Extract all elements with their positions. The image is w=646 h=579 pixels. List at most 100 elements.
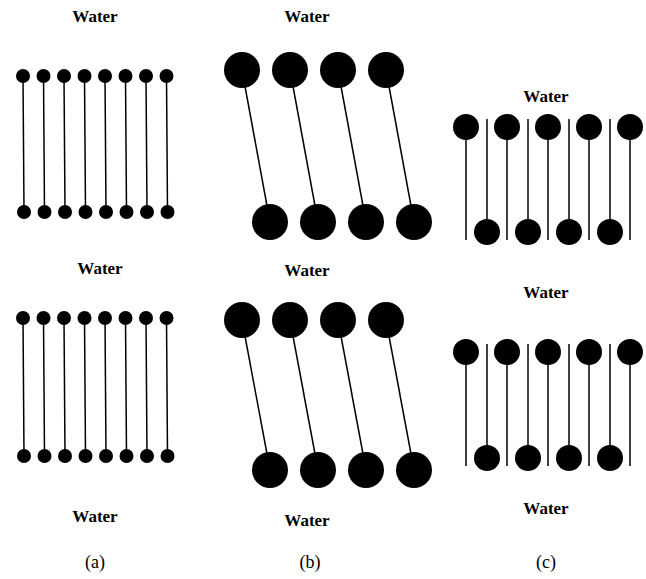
region-label: Water [523,284,568,301]
lipid-tail [85,318,86,456]
lipid-tail [126,318,127,456]
lipid-head [16,311,30,325]
region-label: Water [77,260,122,277]
lipid-tail [588,352,590,466]
lipid-tail [568,119,570,232]
lipid-tail [629,352,631,466]
lipid-head [119,69,133,83]
lipid-head [368,302,404,338]
lipid-head [320,52,356,88]
lipid-head [139,69,153,83]
lipid-head [140,205,154,219]
lipid-tail [506,352,508,466]
lipid-tail [486,119,488,232]
lipid-head [597,219,623,245]
lipid-head [224,52,260,88]
lipid-tail [465,352,467,466]
lipid-head [79,205,93,219]
lipid-tail [105,76,106,212]
lipid-tail [386,70,414,222]
lipid-tail [588,127,590,240]
lipid-head [78,311,92,325]
lipid-tail [23,318,24,456]
lipid-head [535,114,561,140]
lipid-head [79,449,93,463]
lipid-tail [629,127,631,240]
lipid-head [57,69,71,83]
lipid-head [453,114,479,140]
lipid-tail [85,76,86,212]
lipid-tail [506,127,508,240]
lipid-head [396,452,432,488]
lipid-head [139,311,153,325]
panel-label: (a) [85,553,105,571]
bilayer-c [453,114,643,245]
bilayer-c [453,339,643,471]
region-label: Water [284,512,329,529]
lipid-tail [527,344,529,458]
lipid-head [494,339,520,365]
lipid-head [272,302,308,338]
lipid-tail [167,76,168,212]
lipid-head [320,302,356,338]
lipid-head [37,311,51,325]
lipid-tail [547,352,549,466]
lipid-tail [386,320,414,470]
lipid-head [120,205,134,219]
lipid-head [368,52,404,88]
lipid-tail [527,119,529,232]
lipid-tail [242,320,270,470]
lipid-tail [338,320,366,470]
lipid-head [120,449,134,463]
lipid-head [160,69,174,83]
lipid-head [535,339,561,365]
region-label: Water [72,508,117,525]
region-label: Water [523,88,568,105]
lipid-head [576,114,602,140]
lipid-head [119,311,133,325]
lipid-head [252,204,288,240]
lipid-head [348,452,384,488]
bilayer-a [16,311,175,463]
lipid-tail [568,344,570,458]
region-label: Water [284,262,329,279]
lipid-tail [167,318,168,456]
lipid-tail [547,127,549,240]
lipid-head [474,445,500,471]
lipid-head [474,219,500,245]
lipid-head [252,452,288,488]
lipid-tail [64,318,65,456]
lipid-head [140,449,154,463]
lipid-head [556,445,582,471]
lipid-head [396,204,432,240]
lipid-head [556,219,582,245]
lipid-head [98,69,112,83]
panel-label: (b) [300,553,321,571]
lipid-head [58,449,72,463]
lipid-head [99,449,113,463]
lipid-head [597,445,623,471]
bilayer-b [224,302,432,488]
lipid-tail [242,70,270,222]
lipid-head [453,339,479,365]
lipid-tail [146,76,147,212]
lipid-head [515,219,541,245]
lipid-head [37,69,51,83]
region-label: Water [72,8,117,25]
bilayer-a [16,69,175,219]
lipid-head [300,452,336,488]
lipid-tail [44,76,45,212]
lipid-tail [338,70,366,222]
lipid-head [16,69,30,83]
lipid-tail [290,70,318,222]
region-label: Water [523,500,568,517]
lipid-tail [609,119,611,232]
lipid-head [160,311,174,325]
lipid-tail [44,318,45,456]
lipid-tail [126,76,127,212]
lipid-head [17,205,31,219]
lipid-head [300,204,336,240]
lipid-tail [105,318,106,456]
lipid-head [272,52,308,88]
